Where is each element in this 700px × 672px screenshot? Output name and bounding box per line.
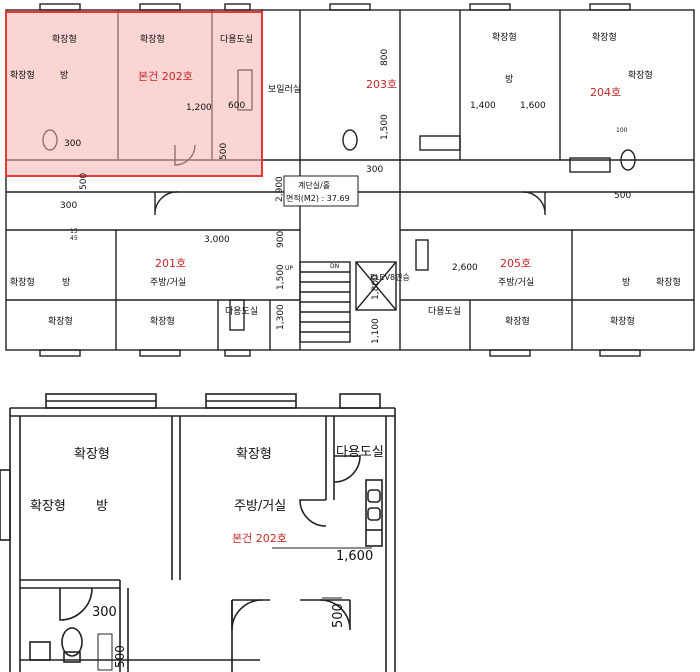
room-label: 확장형 (592, 31, 617, 43)
dim-label: 900 (276, 231, 286, 248)
dim-label: 1,800 (371, 274, 381, 300)
dim-label: 1,400 (470, 101, 496, 111)
room-label: 확장형 (10, 276, 35, 288)
dim-label-500b: 500 (113, 645, 127, 668)
room-label: 다용도실 (428, 306, 461, 317)
room-label: 주방/거실 (150, 277, 186, 288)
room-label: 다용도실 (220, 34, 253, 45)
unit-label-205: 205호 (500, 257, 531, 270)
dim-label: 1,500 (380, 114, 390, 140)
common-area-size: 면적(M2) : 37.69 (286, 193, 350, 203)
room-label: 방 (505, 74, 513, 85)
room-label: 확장형 (52, 33, 77, 45)
room-label: 주방/거실 (498, 277, 534, 288)
room-label-utility: 다용도실 (336, 445, 384, 460)
dim-label: 100 (616, 127, 628, 134)
room-label: 확장형 (610, 315, 635, 327)
dim-label: 2,600 (452, 263, 478, 273)
unit-label-201: 201호 (155, 257, 186, 270)
room-label: 확장형 (48, 315, 73, 327)
dim-label: 600 (228, 101, 245, 111)
room-label: 보일러실 (268, 84, 301, 95)
dim-label: 1,500 (276, 264, 286, 290)
room-label-expanded-a: 확장형 (74, 447, 110, 462)
dim-label: 500 (614, 191, 631, 201)
room-label: 확장형 (492, 31, 517, 43)
detail-plan-svg: 확장형 확장형 다용도실 확장형 방 주방/거실 1,600 300 500 5… (0, 393, 396, 672)
floor-plan-svg: 확장형 확장형 다용도실 확장형 방 보일러실 확장형 확장형 방 확장형 확장… (5, 3, 695, 357)
dim-label-500a: 500 (331, 603, 346, 628)
common-area-box (283, 175, 359, 207)
common-area-title: 계단실/홀 (298, 180, 330, 190)
unit-202-highlight (5, 11, 263, 177)
stair-up-label: UP (285, 265, 293, 272)
dim-label: 1,100 (371, 318, 381, 344)
room-label: 확장형 (140, 33, 165, 45)
dim-label: 500 (79, 173, 89, 190)
unit-label-204: 204호 (590, 86, 621, 99)
room-label: 다용도실 (225, 306, 258, 317)
dim-label: 45 (70, 235, 78, 242)
room-label-expanded-side: 확장형 (30, 499, 66, 514)
dim-label: 1,200 (186, 103, 212, 113)
unit-202-detail-plan: 확장형 확장형 다용도실 확장형 방 주방/거실 1,600 300 500 5… (0, 380, 420, 672)
room-label-room: 방 (96, 499, 108, 514)
elevator-box (355, 261, 397, 311)
dim-label: 300 (60, 201, 77, 211)
dim-label: 2,900 (275, 176, 285, 202)
unit-label-203: 203호 (366, 78, 397, 91)
dim-label-300: 300 (92, 605, 117, 620)
dim-label: 300 (64, 139, 81, 149)
stair-dn-label: DN (330, 263, 339, 270)
dim-label: 3,000 (204, 235, 230, 245)
room-label: 확장형 (150, 315, 175, 327)
dim-label: 500 (219, 143, 229, 160)
dim-label: 800 (380, 49, 390, 66)
room-label: 방 (622, 277, 630, 288)
unit-label-202: 본건 202호 (232, 532, 287, 545)
unit-label-202: 본건 202호 (138, 70, 193, 83)
dim-label: 300 (366, 165, 383, 175)
dim-label: 1,600 (520, 101, 546, 111)
elevator-label: ELEV8인승 (370, 272, 410, 282)
dim-label-1600: 1,600 (336, 549, 373, 564)
room-label-kitchen-living: 주방/거실 (234, 499, 286, 514)
room-label: 확장형 (628, 69, 653, 81)
room-label: 확장형 (505, 315, 530, 327)
dim-label: 15 (70, 228, 78, 235)
room-label: 방 (62, 277, 70, 288)
room-label: 방 (60, 70, 68, 81)
floor-plan-overview: 확장형 확장형 다용도실 확장형 방 보일러실 확장형 확장형 방 확장형 확장… (5, 3, 695, 357)
dim-label: 1,300 (276, 304, 286, 330)
room-label-expanded-b: 확장형 (236, 447, 272, 462)
room-label: 확장형 (656, 276, 681, 288)
room-label: 확장형 (10, 69, 35, 81)
